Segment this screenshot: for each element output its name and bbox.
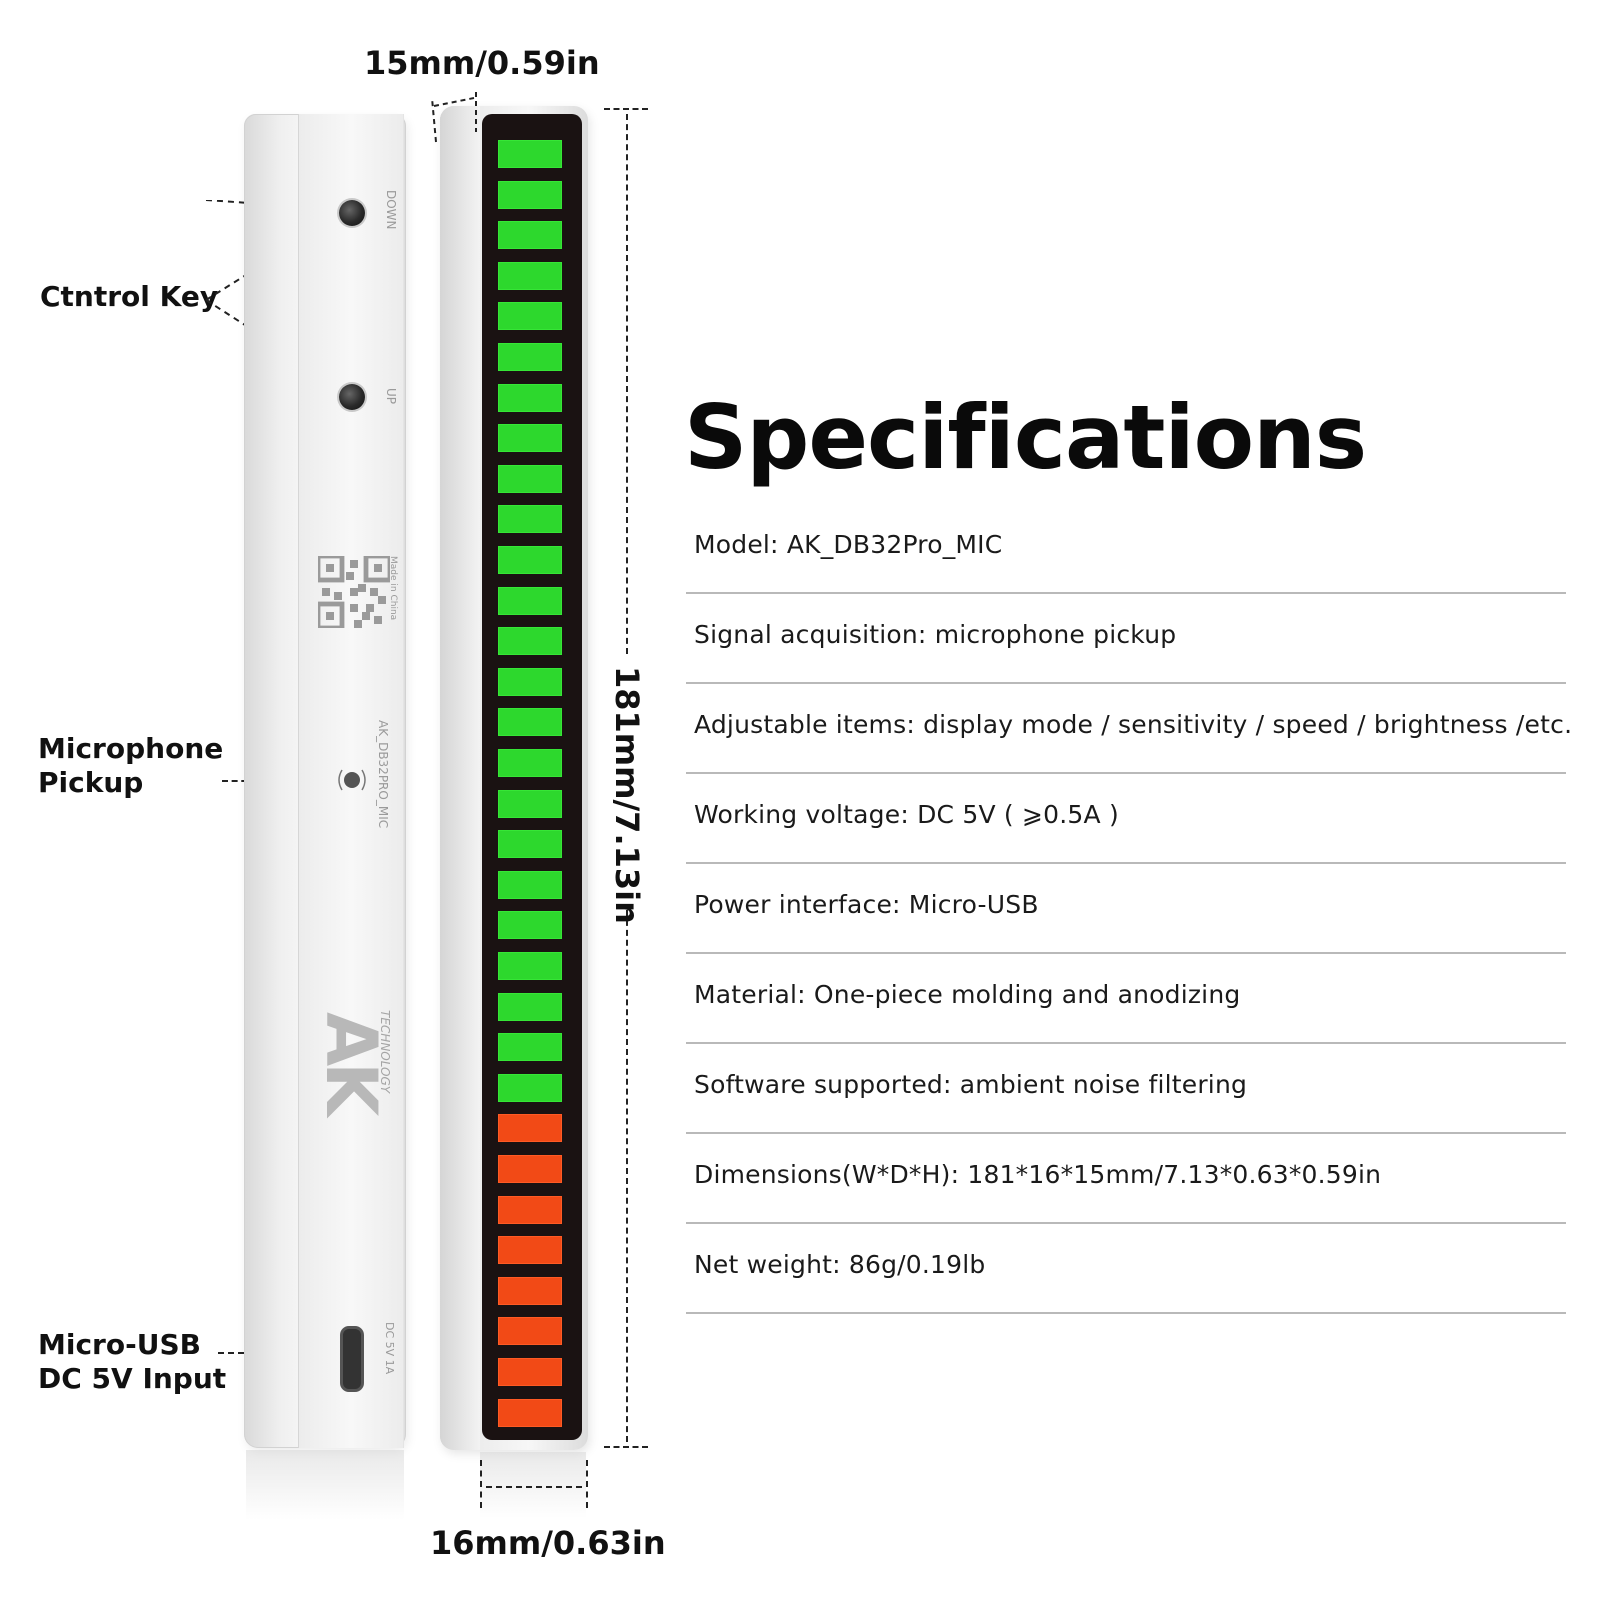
led-display [482, 114, 582, 1440]
spec-text: Net weight: 86g/0.19lb [694, 1250, 986, 1279]
led-segment-green [498, 911, 562, 940]
microphone-label-line2: Pickup [38, 766, 144, 799]
width-left-tick [480, 1460, 482, 1508]
led-segment-green [498, 464, 562, 493]
led-segment-red [498, 1114, 562, 1143]
led-segment-red [498, 1195, 562, 1224]
down-key-button [339, 200, 365, 226]
front-view-reflection [480, 1452, 586, 1518]
led-segment-green [498, 708, 562, 737]
technology-text: TECHNOLOGY [378, 1010, 392, 1094]
led-segment-green [498, 140, 562, 168]
micro-usb-port-icon [340, 1326, 364, 1392]
led-segment-green [498, 789, 562, 818]
spec-text: Material: One-piece molding and anodizin… [694, 980, 1241, 1009]
spec-text: Model: AK_DB32Pro_MIC [694, 530, 1003, 559]
led-segment-green [498, 992, 562, 1021]
model-text: AK_DB32PRO_MIC [376, 720, 390, 829]
down-key-text: DOWN [384, 190, 398, 230]
led-segment-red [498, 1398, 562, 1427]
spec-text: Adjustable items: display mode / sensiti… [694, 710, 1573, 739]
microphone-wave-icon [338, 769, 366, 791]
led-segment-red [498, 1155, 562, 1183]
width-line [486, 1486, 582, 1488]
led-segment-red [498, 1276, 562, 1305]
up-key-button [339, 384, 365, 410]
device-back-view [244, 114, 406, 1448]
spec-text: Signal acquisition: microphone pickup [694, 620, 1177, 649]
length-bottom-tick [604, 1446, 648, 1448]
depth-dimension-label: 15mm/0.59in [364, 44, 600, 82]
spec-row-software: Software supported: ambient noise filter… [686, 1044, 1566, 1134]
length-line-lower [626, 910, 628, 1442]
led-segment-green [498, 1033, 562, 1062]
specifications-title: Specifications [684, 386, 1367, 489]
power-rating-text: DC 5V 1A [383, 1322, 396, 1375]
led-segment-green [498, 546, 562, 574]
length-line-upper [626, 114, 628, 654]
spec-row-model: Model: AK_DB32Pro_MIC [686, 504, 1566, 594]
led-segment-green [498, 667, 562, 696]
led-segment-green [498, 180, 562, 209]
spec-text: Software supported: ambient noise filter… [694, 1070, 1248, 1099]
spec-row-weight: Net weight: 86g/0.19lb [686, 1224, 1566, 1314]
spec-row-signal: Signal acquisition: microphone pickup [686, 594, 1566, 684]
spec-text: Dimensions(W*D*H): 181*16*15mm/7.13*0.63… [694, 1160, 1382, 1189]
led-segment-green [498, 749, 562, 777]
width-dimension-label: 16mm/0.63in [430, 1524, 666, 1562]
led-segment-green [498, 830, 562, 859]
spec-text: Working voltage: DC 5V ( ⩾0.5A ) [694, 800, 1119, 829]
led-segment-green [498, 586, 562, 615]
led-segment-green [498, 870, 562, 899]
led-segment-green [498, 302, 562, 331]
spec-row-voltage: Working voltage: DC 5V ( ⩾0.5A ) [686, 774, 1566, 864]
led-segment-green [498, 383, 562, 412]
microphone-hole-icon [344, 772, 360, 788]
length-top-tick [604, 108, 648, 110]
spec-row-power: Power interface: Micro-USB [686, 864, 1566, 954]
usb-label: Micro-USB DC 5V Input [38, 1328, 226, 1396]
back-view-reflection [246, 1450, 404, 1520]
led-segment-red [498, 1236, 562, 1265]
led-segment-green [498, 627, 562, 656]
depth-dimension-lines [431, 92, 477, 143]
qr-code-icon [318, 556, 390, 628]
led-segment-red [498, 1358, 562, 1386]
microphone-label-line1: Microphone [38, 732, 224, 765]
led-segment-green [498, 505, 562, 534]
led-segment-green [498, 261, 562, 290]
led-segment-green [498, 1073, 562, 1102]
led-segment-green [498, 952, 562, 980]
led-segment-green [498, 424, 562, 453]
spec-row-adjustable: Adjustable items: display mode / sensiti… [686, 684, 1572, 774]
device-front-view [440, 106, 588, 1450]
led-segment-green [498, 221, 562, 250]
spec-row-dimensions: Dimensions(W*D*H): 181*16*15mm/7.13*0.63… [686, 1134, 1566, 1224]
spec-row-material: Material: One-piece molding and anodizin… [686, 954, 1566, 1044]
made-in-china-text: Made in China [388, 556, 398, 621]
usb-label-line2: DC 5V Input [38, 1362, 227, 1395]
control-key-label: Ctntrol Key [40, 280, 219, 313]
width-right-tick [586, 1460, 588, 1508]
led-segment-green [498, 343, 562, 371]
led-segment-red [498, 1317, 562, 1346]
up-key-text: UP [384, 388, 398, 405]
device-front-side [440, 106, 480, 1450]
microphone-label: Microphone Pickup [38, 732, 223, 800]
spec-text: Power interface: Micro-USB [694, 890, 1039, 919]
usb-label-line1: Micro-USB [38, 1328, 201, 1361]
length-dimension-label: 181mm/7.13in [608, 666, 646, 924]
